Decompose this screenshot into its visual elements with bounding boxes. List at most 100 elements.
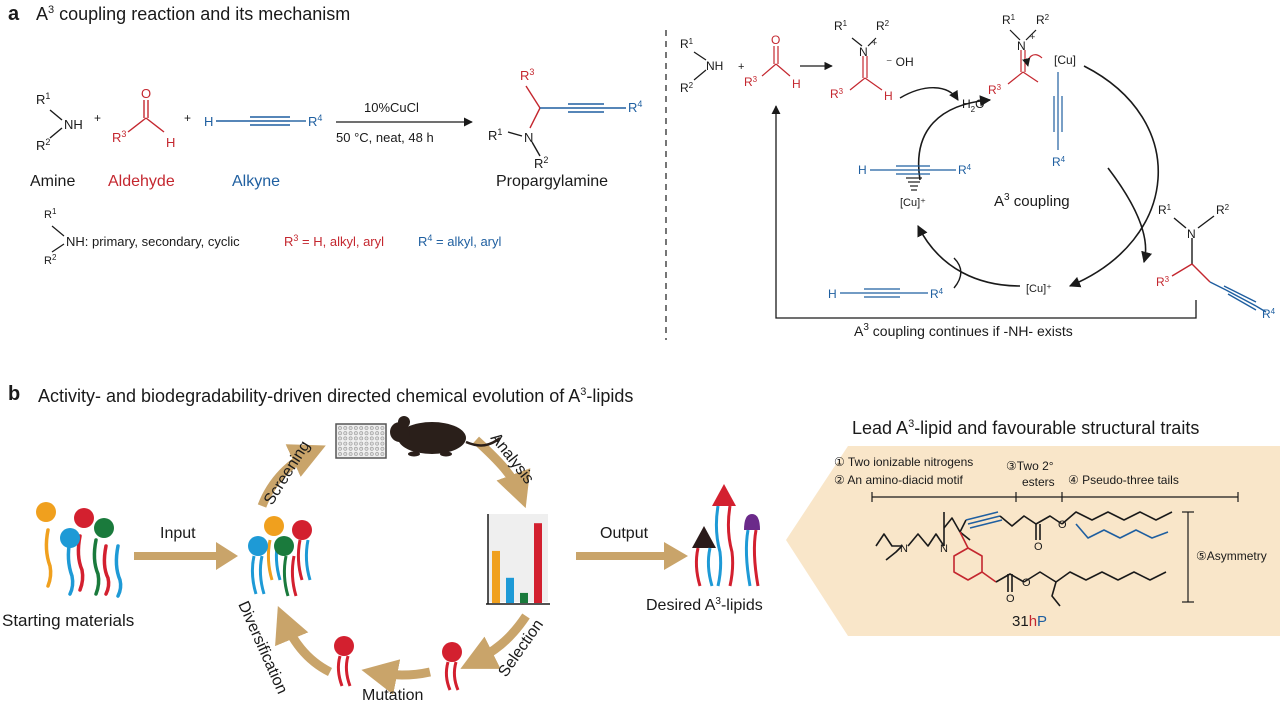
arc-mutation [361,659,431,695]
note-r4-types: R4 = alkyl, aryl [418,233,502,249]
panel-b-label: b [8,383,20,405]
plate-well [364,446,369,451]
condition-temp: 50 °C, neat, 48 h [336,130,434,145]
trait-3b: esters [1022,475,1055,489]
comp-plus: + [1030,32,1035,42]
product-release-arrow [1107,167,1153,264]
o-atom-1: O [1034,541,1043,553]
plate-well [375,446,380,451]
amine-structure [49,109,63,139]
cycle-arc-right [1068,65,1160,288]
plate-well [338,446,342,451]
note-r3-types: R3 = H, alkyl, aryl [284,233,384,249]
trait-5: ⑤Asymmetry [1196,549,1267,563]
plate-well [380,436,385,441]
mech-aldehyde-o: O [771,33,780,47]
aldehyde-o: O [141,86,151,101]
o-atom-3: O [1006,593,1015,605]
plate-well [364,441,369,446]
plate-well [364,436,369,441]
mech-aldehyde-h: H [792,77,801,91]
plate-well [343,426,348,430]
water-release-arrow [899,87,959,101]
imin-r2: R2 [876,19,890,33]
output-arrow [576,542,688,570]
amine-nh: NH [64,117,83,132]
lib-head-green [274,536,294,556]
mech-product [1171,215,1267,313]
plate-well [343,436,348,441]
mech-amine-r2: R2 [680,81,694,95]
trait-2: ② An amino-diacid motif [834,473,963,487]
caption-amine: Amine [30,173,75,190]
plate-well [348,452,353,456]
screening-label: Screening [261,438,314,508]
plate-well [343,452,348,456]
electron-push-arrow [1022,54,1043,67]
starting-materials-label: Starting materials [2,611,134,630]
alkyne-structure [216,116,306,126]
caption-alkyne: Alkyne [232,173,280,190]
arc-screening [257,444,326,508]
analysis-bar-chart [486,514,550,605]
plate-well [348,431,353,436]
lead-lipid-structure [875,511,1173,607]
comp-r4: R4 [1052,155,1066,169]
mech-amine [693,51,707,81]
prod-r1: R1 [1158,203,1172,217]
arc-selection [460,613,530,669]
plate-well [353,446,358,451]
trait-span-markers [871,492,1239,603]
plate-well [348,441,353,446]
well-plate-icon [335,423,387,459]
plate-well [353,452,358,456]
mech-complex [1007,29,1063,150]
acet-r4: R4 [958,163,972,177]
plate-well [380,446,385,451]
propargylamine-structure [507,85,626,157]
prop-r4: R4 [628,99,642,115]
plate-well [369,452,374,456]
prod-r3: R3 [1156,275,1170,289]
plate-well [343,431,348,436]
in-alkyne-h: H [828,287,837,301]
plate-well [338,436,342,441]
desired-lipids-label: Desired A3-lipids [646,596,763,614]
plate-well [338,452,342,456]
mech-iminium [849,37,883,91]
plate-well [359,441,364,446]
n-atom-1: N [900,543,908,555]
plate-well [348,446,353,451]
hydroxide: ⁻ OH [886,55,914,69]
evolution-cycle [257,436,531,695]
panel-a-title: A3 coupling reaction and its mechanism [36,4,350,24]
trait-1: ① Two ionizable nitrogens [834,455,973,469]
o-atom-4: O [1022,577,1031,589]
lib-head-blue [248,536,268,556]
mechanism: R1 NH R2 + O R3 H R1 [680,13,1276,339]
caption-aldehyde: Aldehyde [108,173,175,190]
chart-bar [506,577,514,603]
imin-r1: R1 [834,19,848,33]
prop-r3: R3 [520,67,534,83]
mech-amine-r1: R1 [680,37,694,51]
note-r1: R1 [44,207,57,221]
mech-aldehyde-r3: R3 [744,75,758,89]
plate-well [369,426,374,430]
lipid-library [250,539,312,597]
plate-well [353,441,358,446]
chart-bar [534,523,542,603]
plate-well [359,431,364,436]
plate-well [380,426,385,430]
plate-well [375,436,380,441]
mech-amine-nh: NH [706,59,723,73]
lipid-selection [442,642,462,691]
plate-well [380,431,385,436]
imin-plus: + [872,38,877,48]
prop-r2: R2 [534,155,548,171]
comp-r2: R2 [1036,13,1050,27]
compound-label: 31hP [1012,613,1047,630]
plate-well [375,452,380,456]
aldehyde-structure [127,100,165,133]
plate-well [364,452,369,456]
